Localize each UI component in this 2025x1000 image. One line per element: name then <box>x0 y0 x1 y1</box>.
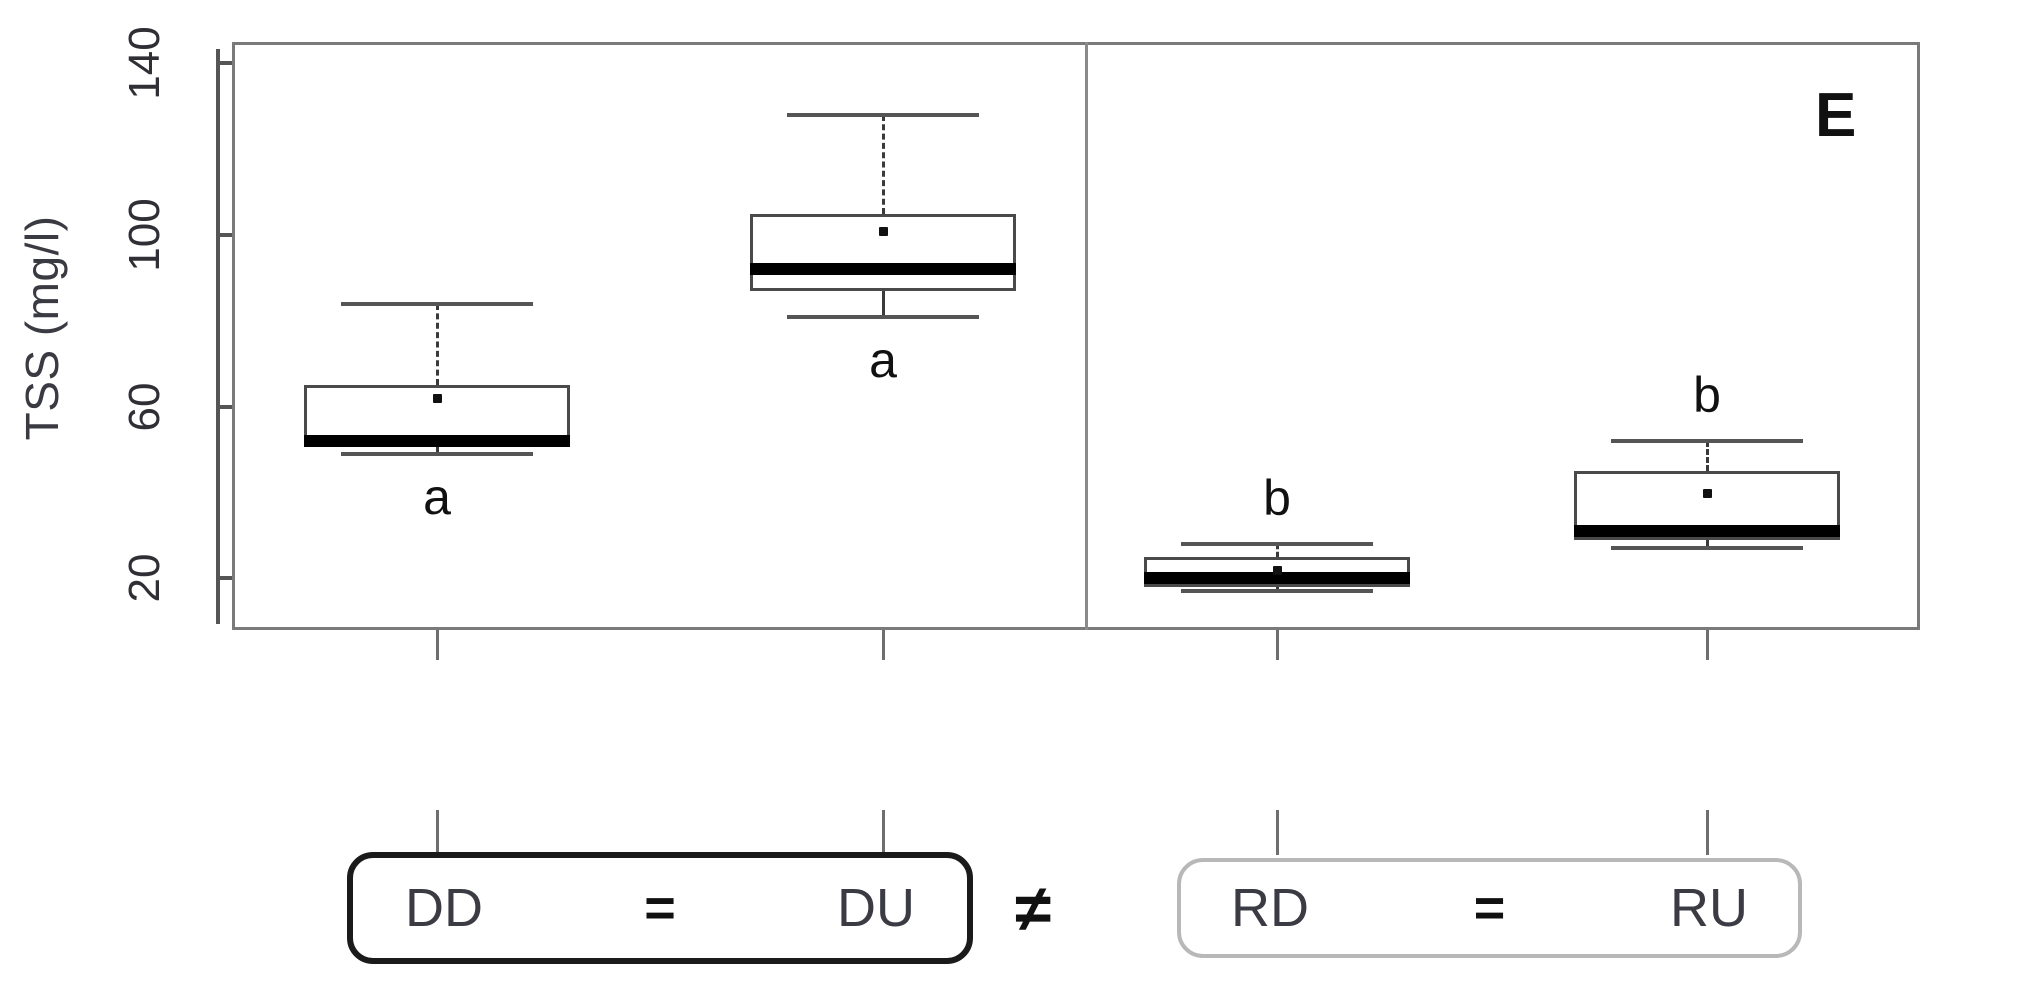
whisker-lower <box>436 445 439 455</box>
significance-letter-du: a <box>869 331 897 388</box>
whisker-cap-upper <box>341 301 533 306</box>
plot-frame <box>232 42 1920 630</box>
x-tick-mark <box>1276 630 1279 660</box>
group-label-ru: RU <box>1669 878 1748 938</box>
whisker-upper <box>1276 544 1279 558</box>
median-line <box>1574 525 1840 538</box>
group-box-left[interactable]: DD = DU <box>347 852 973 964</box>
y-tick-label: 20 <box>120 554 169 603</box>
y-tick-label: 140 <box>120 26 169 101</box>
x-tick-connector <box>1706 810 1709 855</box>
whisker-cap-upper <box>1181 542 1373 547</box>
x-tick-connector <box>1276 810 1279 855</box>
y-tick-mark <box>216 61 232 66</box>
significance-letter-rd: b <box>1263 470 1291 527</box>
whisker-cap-upper <box>1611 439 1803 444</box>
significance-letter-ru: b <box>1693 367 1721 424</box>
whisker-lower <box>1706 539 1709 549</box>
whisker-lower <box>882 290 885 317</box>
y-tick-mark <box>216 233 232 238</box>
y-tick-label: 100 <box>120 198 169 272</box>
group-label-rd: RD <box>1231 878 1309 938</box>
whisker-upper <box>436 303 439 386</box>
box-iqr <box>750 213 1016 291</box>
median-line <box>304 435 570 448</box>
significance-letter-dd: a <box>423 469 451 526</box>
whisker-upper <box>1706 441 1709 472</box>
panel-label: E <box>1815 81 1857 150</box>
whisker-cap-lower <box>341 452 533 457</box>
group-label-du: DU <box>836 878 915 938</box>
whisker-cap-upper <box>787 112 979 117</box>
x-tick-mark <box>882 630 885 660</box>
whisker-cap-lower <box>1181 589 1373 594</box>
whisker-upper <box>882 114 885 214</box>
x-tick-connector <box>436 810 439 855</box>
whisker-cap-lower <box>787 314 979 319</box>
x-tick-mark <box>436 630 439 660</box>
group-operator-right: = <box>1473 878 1506 938</box>
y-tick-label: 60 <box>120 382 169 432</box>
whisker-lower <box>1276 587 1279 592</box>
x-tick-mark <box>1706 630 1709 660</box>
mean-marker <box>1703 488 1712 498</box>
y-axis-line <box>216 49 220 625</box>
median-line <box>1144 572 1410 585</box>
mean-marker <box>1273 565 1282 575</box>
mean-marker <box>433 394 442 404</box>
median-line <box>750 263 1016 276</box>
whisker-cap-lower <box>1611 546 1803 551</box>
group-operator-left: = <box>644 878 676 938</box>
not-equal-symbol: ≠ <box>1015 871 1052 945</box>
y-axis-title: TSS (mg/l) <box>16 215 68 441</box>
panel-divider <box>1085 42 1088 630</box>
y-tick-mark <box>216 576 232 581</box>
y-tick-mark <box>216 404 232 409</box>
group-label-dd: DD <box>405 878 483 938</box>
group-box-right[interactable]: RD = RU <box>1177 858 1802 958</box>
x-tick-connector <box>882 810 885 855</box>
mean-marker <box>879 226 888 236</box>
